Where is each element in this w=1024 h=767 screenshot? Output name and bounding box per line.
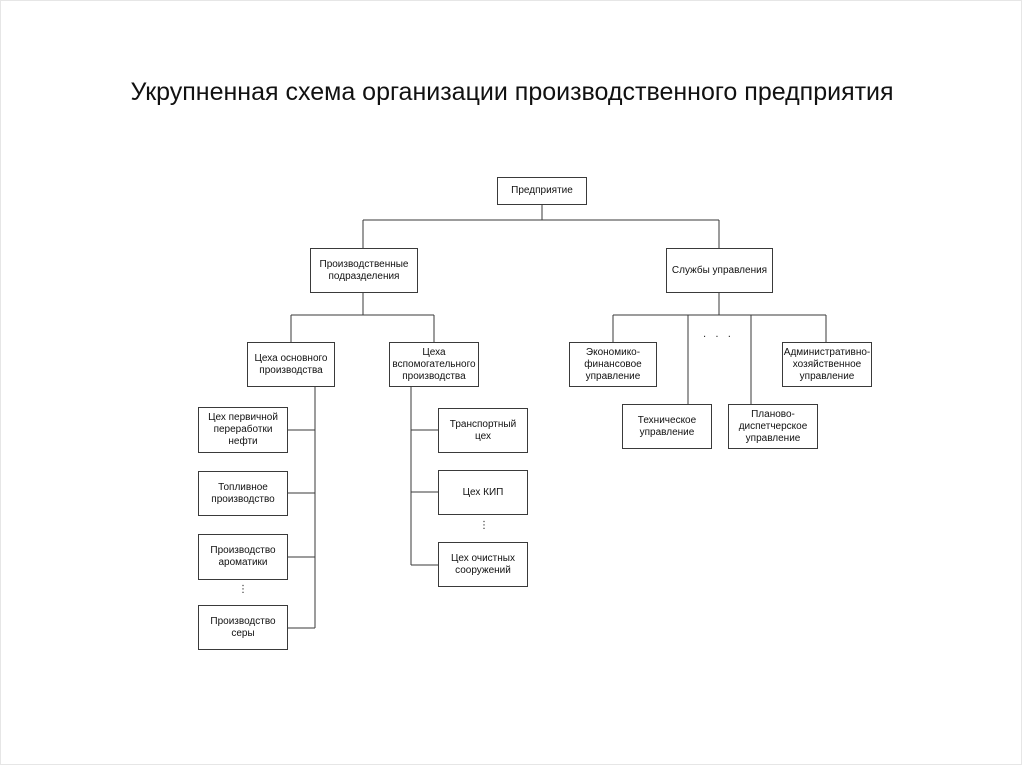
ellipsis-vertical: ⋮ [479, 520, 489, 531]
node-production-divisions: Производственные подразделения [310, 248, 418, 293]
node-treatment: Цех очистных сооружений [438, 542, 528, 587]
node-admin: Административно- хозяйственное управлени… [782, 342, 872, 387]
node-management-services: Службы управления [666, 248, 773, 293]
node-sulfur: Производство серы [198, 605, 288, 650]
node-fuel: Топливное производство [198, 471, 288, 516]
node-aux-workshops: Цеха вспомогательного производства [389, 342, 479, 387]
node-econ-fin: Экономико- финансовое управление [569, 342, 657, 387]
node-transport: Транспортный цех [438, 408, 528, 453]
ellipsis-horizontal: · · · [703, 332, 734, 343]
node-kip: Цех КИП [438, 470, 528, 515]
node-main-workshops: Цеха основного производства [247, 342, 335, 387]
node-aromatics: Производство ароматики [198, 534, 288, 580]
node-enterprise: Предприятие [497, 177, 587, 205]
node-technical: Техническое управление [622, 404, 712, 449]
page-title: Укрупненная схема организации производст… [130, 78, 894, 106]
ellipsis-vertical: ⋮ [238, 584, 248, 595]
node-oil-primary: Цех первичной переработки нефти [198, 407, 288, 453]
node-planning: Планово- диспетчерское управление [728, 404, 818, 449]
